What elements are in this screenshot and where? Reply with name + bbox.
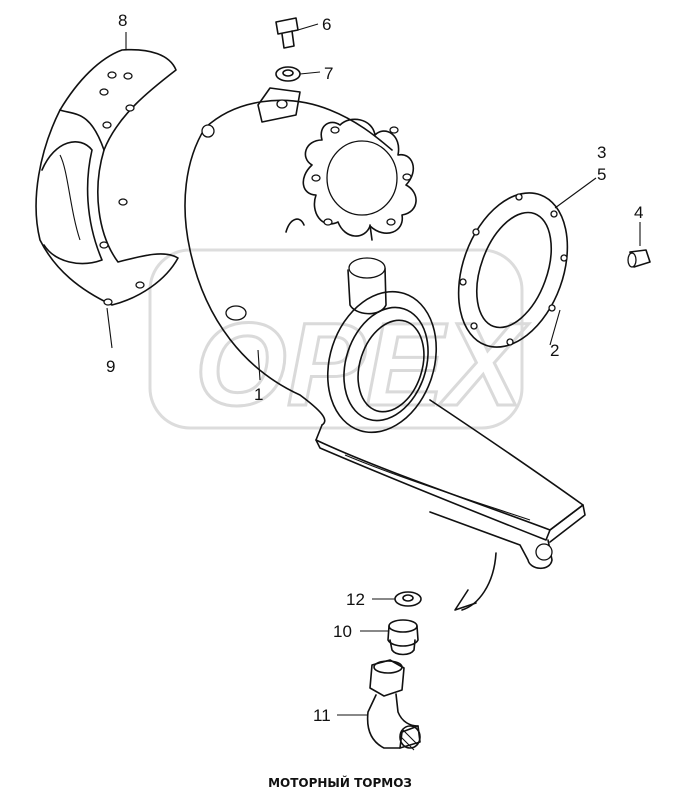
callout-8: 8 <box>118 11 127 30</box>
callout-2: 2 <box>550 341 559 360</box>
part-8-shoe-shield <box>35 48 179 306</box>
callout-11: 11 <box>313 706 331 725</box>
callout-12: 12 <box>346 590 365 609</box>
callout-9: 9 <box>106 357 115 376</box>
direction-arrow <box>454 552 497 611</box>
part-4-bushing <box>627 249 651 268</box>
callout-6: 6 <box>322 15 331 34</box>
diagram-caption: МОТОРНЫЙ ТОРМОЗ <box>268 775 412 790</box>
callouts: 8 6 7 3 5 4 2 9 1 12 10 11 <box>106 11 643 725</box>
callout-4: 4 <box>634 203 643 222</box>
watermark-text: OPEX <box>195 299 529 431</box>
callout-7: 7 <box>324 64 333 83</box>
part-11-elbow <box>366 659 421 751</box>
part-6-bolt <box>275 17 299 49</box>
part-2-gasket <box>457 192 569 348</box>
callout-3: 3 <box>597 143 606 162</box>
part-7-washer <box>275 66 301 82</box>
seal-ring <box>326 290 438 434</box>
watermark: OPEX <box>148 248 531 433</box>
leader-lines <box>106 23 641 716</box>
housing-flange <box>285 118 417 241</box>
callout-1: 1 <box>254 385 263 404</box>
part-10-plug <box>387 619 419 656</box>
callout-10: 10 <box>333 622 352 641</box>
callout-5: 5 <box>597 165 606 184</box>
part-12-washer <box>394 591 422 607</box>
part-1-housing <box>184 87 586 570</box>
